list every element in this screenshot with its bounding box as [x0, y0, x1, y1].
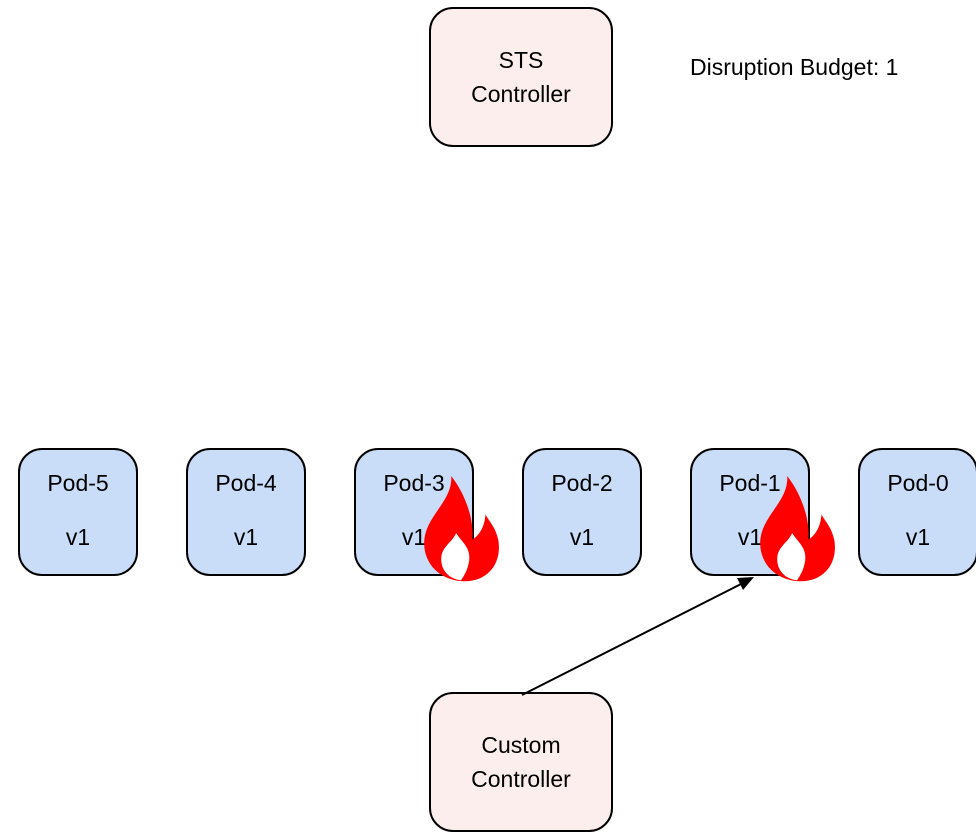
pod-4-version: v1	[233, 524, 259, 550]
custom-controller-arrow-head	[737, 577, 754, 590]
pod-0-version: v1	[905, 524, 931, 550]
disruption-budget-label: Disruption Budget: 1	[690, 54, 899, 80]
pod-3-name: Pod-3	[383, 470, 445, 496]
custom-controller-line2: Controller	[471, 766, 571, 792]
pod-5-name: Pod-5	[47, 470, 109, 496]
pod-0-name: Pod-0	[887, 470, 949, 496]
pod-0-box: Pod-0 v1	[858, 448, 976, 576]
pod-1-name: Pod-1	[719, 470, 781, 496]
sts-controller-line1: STS	[498, 47, 544, 73]
pod-4-name: Pod-4	[215, 470, 277, 496]
pod-2-name: Pod-2	[551, 470, 613, 496]
custom-controller-box: Custom Controller	[429, 692, 613, 832]
pod-5-box: Pod-5 v1	[18, 448, 138, 576]
pod-5-version: v1	[65, 524, 91, 550]
pod-1-box: Pod-1 v1	[690, 448, 810, 576]
pod-2-version: v1	[569, 524, 595, 550]
sts-controller-box: STS Controller	[429, 7, 613, 147]
custom-controller-line1: Custom	[481, 732, 561, 758]
pod-2-box: Pod-2 v1	[522, 448, 642, 576]
pod-3-version: v1	[401, 524, 427, 550]
custom-controller-arrow-line	[521, 581, 746, 696]
pod-1-version: v1	[737, 524, 763, 550]
sts-controller-line2: Controller	[471, 81, 571, 107]
pod-4-box: Pod-4 v1	[186, 448, 306, 576]
pod-3-box: Pod-3 v1	[354, 448, 474, 576]
